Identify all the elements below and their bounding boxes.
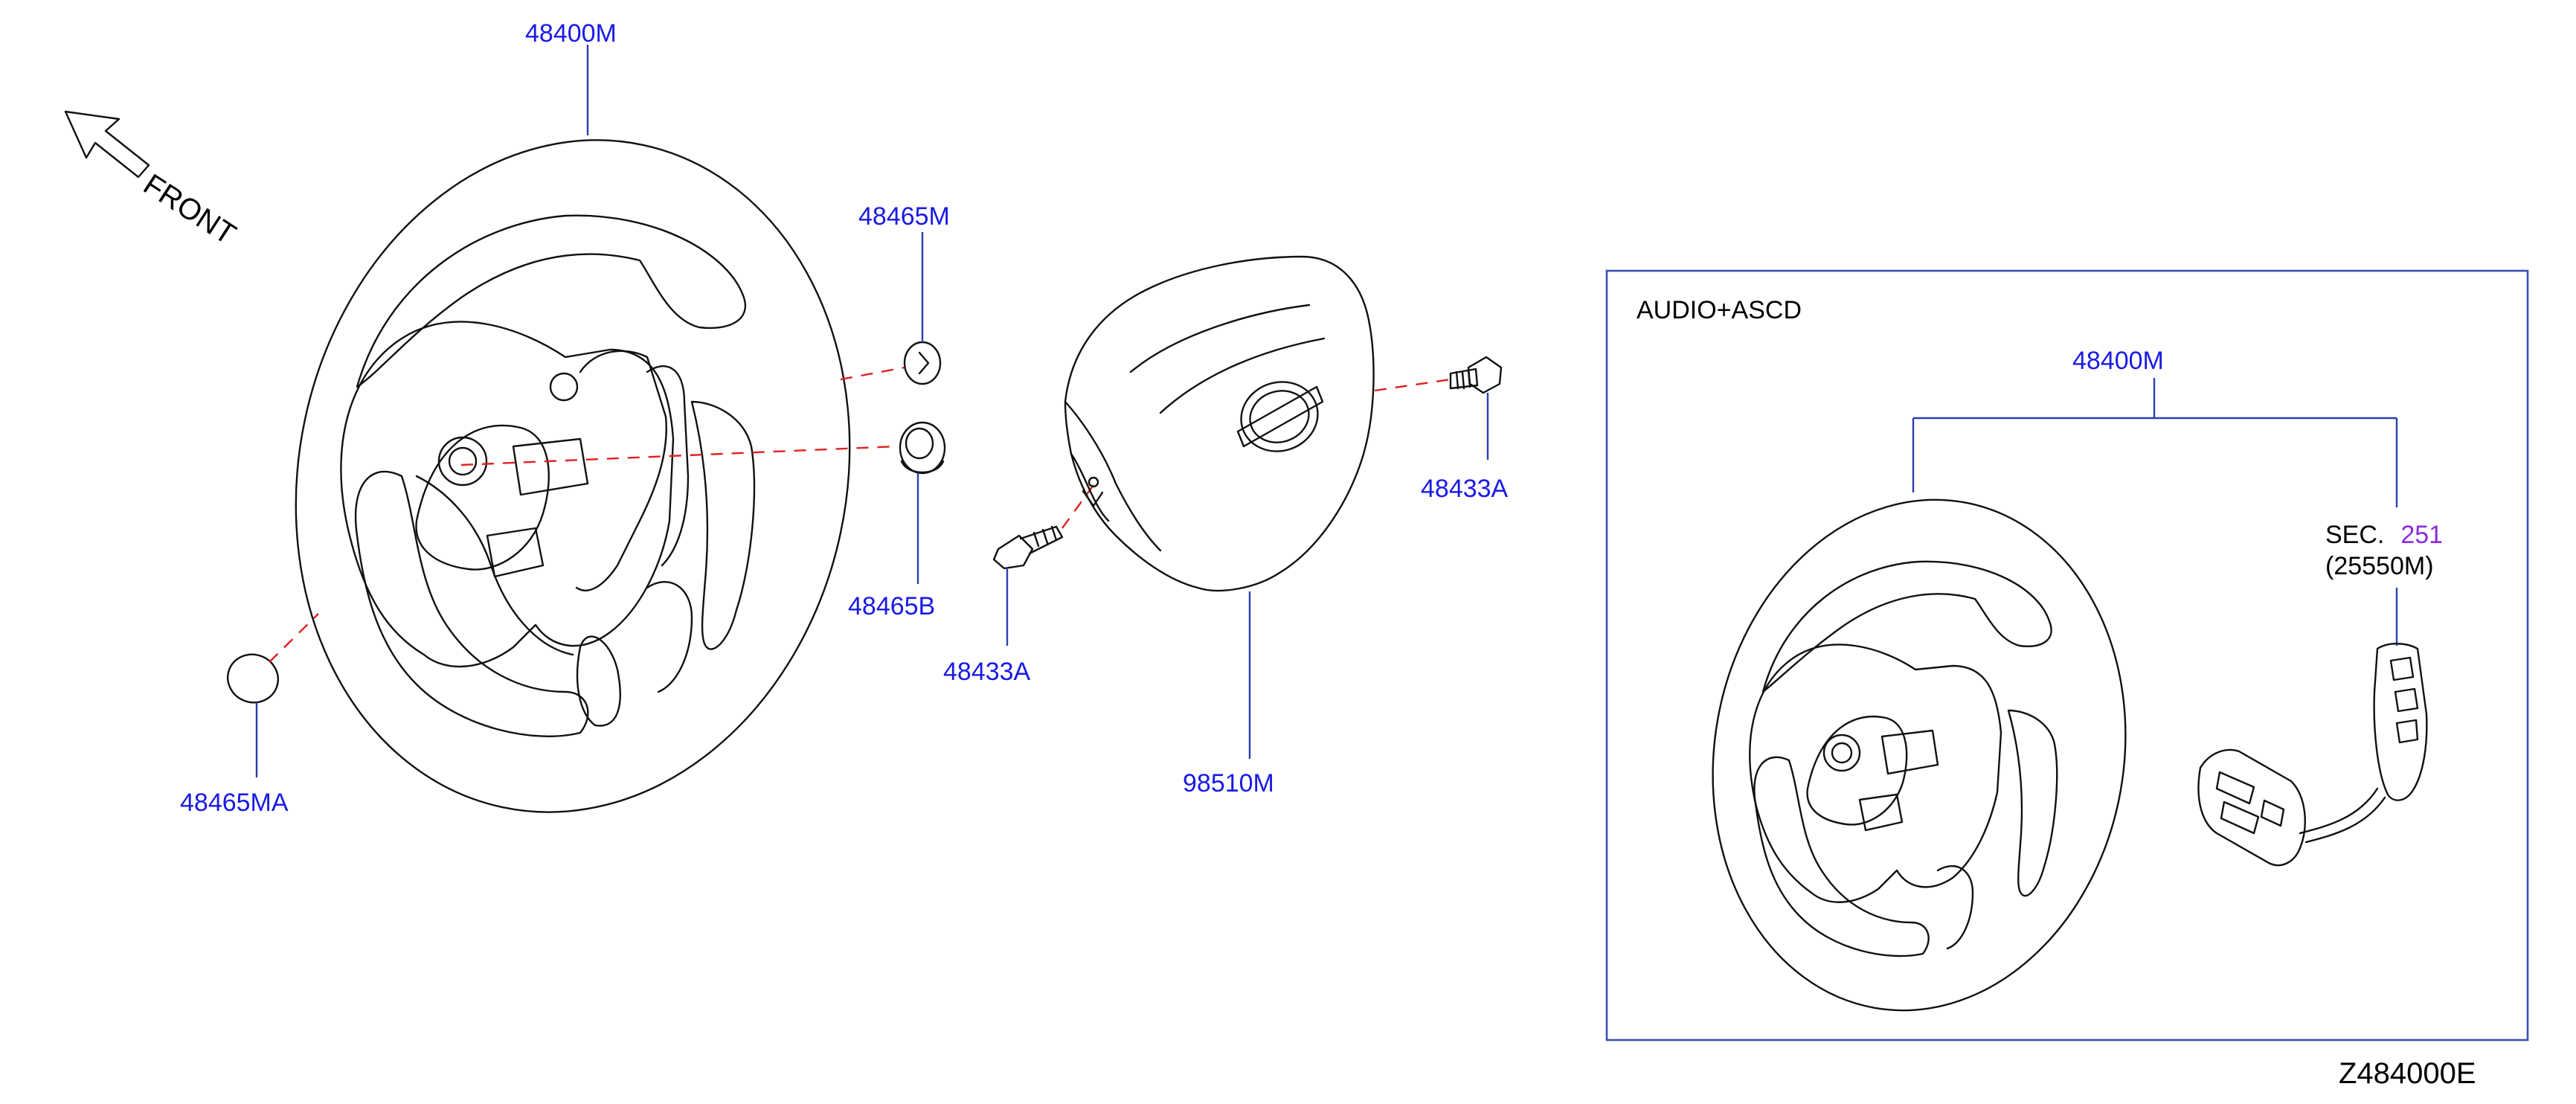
- steering-switch-assembly[interactable]: [2197, 643, 2428, 867]
- nut-cap-48465M[interactable]: [903, 341, 942, 385]
- sec-part-number: (25550M): [2325, 552, 2434, 580]
- part-48400M-inset[interactable]: 48400M: [2072, 347, 2164, 375]
- cap-48465MA[interactable]: [221, 647, 285, 709]
- bolt-48433A-right[interactable]: [1449, 356, 1503, 394]
- part-48433A-right[interactable]: 48433A: [1421, 475, 1509, 503]
- steering-wheel-inset[interactable]: [1673, 466, 2165, 1043]
- sec-reference[interactable]: SEC. 251: [2325, 521, 2443, 549]
- part-48465M[interactable]: 48465M: [858, 202, 950, 231]
- front-label: FRONT: [138, 168, 242, 251]
- inset-title: AUDIO+ASCD: [1637, 296, 1802, 324]
- part-98510M[interactable]: 98510M: [1183, 769, 1274, 797]
- bolt-48433A-left[interactable]: [992, 525, 1064, 570]
- airbag-module-98510M[interactable]: [1064, 255, 1375, 592]
- drawing-code: Z484000E: [2339, 1057, 2476, 1090]
- steering-wheel-main[interactable]: [234, 88, 910, 864]
- inset-box-audio-ascd: [1605, 269, 2529, 1042]
- part-48465B[interactable]: 48465B: [848, 592, 935, 620]
- nut-48465B[interactable]: [899, 421, 946, 475]
- part-48465MA[interactable]: 48465MA: [180, 789, 289, 817]
- part-48433A-left[interactable]: 48433A: [943, 658, 1031, 686]
- part-48400M-main[interactable]: 48400M: [525, 19, 617, 48]
- front-arrow-icon: [64, 110, 150, 179]
